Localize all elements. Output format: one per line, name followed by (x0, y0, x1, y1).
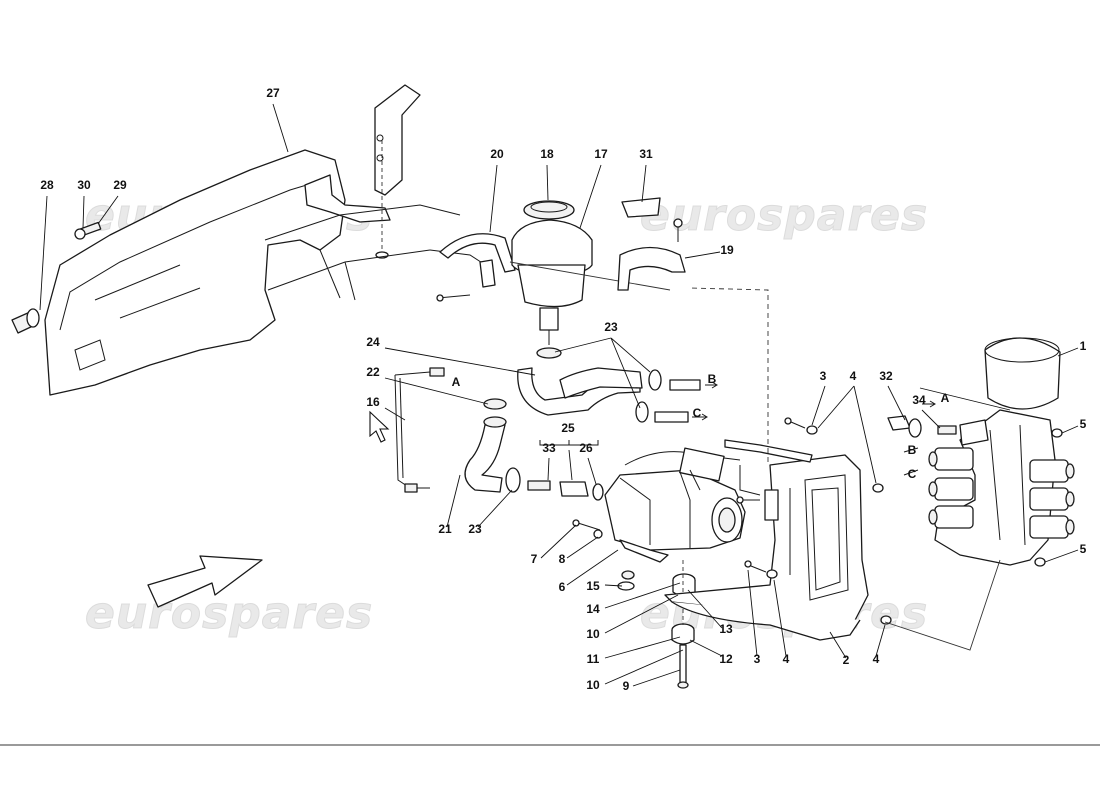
callout-label-lB1: B (708, 372, 717, 386)
callout-label-l28: 28 (40, 178, 54, 192)
callout-label-l3b: 3 (754, 652, 761, 666)
callout-label-l6: 6 (559, 580, 566, 594)
callout-label-l34: 34 (912, 393, 926, 407)
pipe-line (394, 367, 445, 493)
callout-label-lA2: A (941, 391, 950, 405)
callout-label-l8: 8 (559, 552, 566, 566)
fasteners (744, 417, 1063, 625)
callout-label-l23a: 23 (604, 320, 618, 334)
callout-label-l9: 9 (623, 679, 630, 693)
callout-label-l7: 7 (531, 552, 538, 566)
callout-label-l11: 11 (587, 652, 600, 666)
callout-label-l5a: 5 (1080, 417, 1087, 431)
callout-label-l5b: 5 (1080, 542, 1087, 556)
callout-label-l12: 12 (719, 652, 733, 666)
callout-label-l14: 14 (586, 602, 600, 616)
callout-label-l16: 16 (366, 395, 380, 409)
reservoir-band-clamp (436, 233, 516, 302)
watermark-top-right: eurospares (640, 190, 928, 241)
callout-label-l32: 32 (879, 369, 893, 383)
callout-label-l26: 26 (579, 441, 593, 455)
callout-label-l29: 29 (113, 178, 127, 192)
callout-label-l23b: 23 (468, 522, 482, 536)
fitting-set (527, 440, 604, 501)
callout-label-lC2: C (908, 467, 917, 481)
callout-label-l31: 31 (639, 147, 653, 161)
callout-label-l21: 21 (438, 522, 452, 536)
callout-label-l30: 30 (77, 178, 91, 192)
grommet-and-screw (11, 221, 102, 334)
callout-label-l13: 13 (719, 622, 733, 636)
callout-label-l22: 22 (366, 365, 380, 379)
callout-label-l20: 20 (490, 147, 504, 161)
callout-label-l17: 17 (594, 147, 608, 161)
callout-label-l33: 33 (542, 441, 556, 455)
callout-label-lC1: C (693, 406, 702, 420)
fender-panel (44, 84, 491, 396)
callout-label-l19: 19 (720, 243, 734, 257)
callout-label-l18: 18 (540, 147, 554, 161)
callout-label-lB2: B (908, 443, 917, 457)
callout-label-l10a: 10 (586, 627, 600, 641)
mounting-plate (664, 287, 869, 641)
valve-block-accumulator (884, 337, 1075, 651)
mouse-cursor-icon (369, 410, 390, 443)
callout-label-l25: 25 (561, 421, 575, 435)
leader-lines (39, 103, 1079, 687)
callout-label-l4b: 4 (783, 652, 790, 666)
callout-label-l4a: 4 (850, 369, 857, 383)
fluid-reservoir (509, 200, 671, 345)
pump-motor (572, 447, 761, 563)
supply-hoses (483, 347, 718, 423)
callout-label-lA1: A (452, 375, 461, 389)
callout-label-l10b: 10 (586, 678, 600, 692)
callout-label-l1: 1 (1080, 339, 1087, 353)
callout-label-l24: 24 (366, 335, 380, 349)
watermark-bottom-left: eurospares (85, 588, 373, 639)
callout-label-l15: 15 (586, 579, 600, 593)
callout-label-l2: 2 (843, 653, 850, 667)
upper-clamp (617, 197, 686, 291)
callout-label-l27: 27 (266, 86, 280, 100)
callout-label-l3a: 3 (820, 369, 827, 383)
callout-label-l4c: 4 (873, 652, 880, 666)
mount-stack (617, 560, 696, 689)
solenoid-valves (928, 447, 1075, 539)
bottom-divider (0, 744, 1100, 746)
direction-arrow-icon (147, 555, 263, 608)
elbow-hose (464, 416, 521, 493)
